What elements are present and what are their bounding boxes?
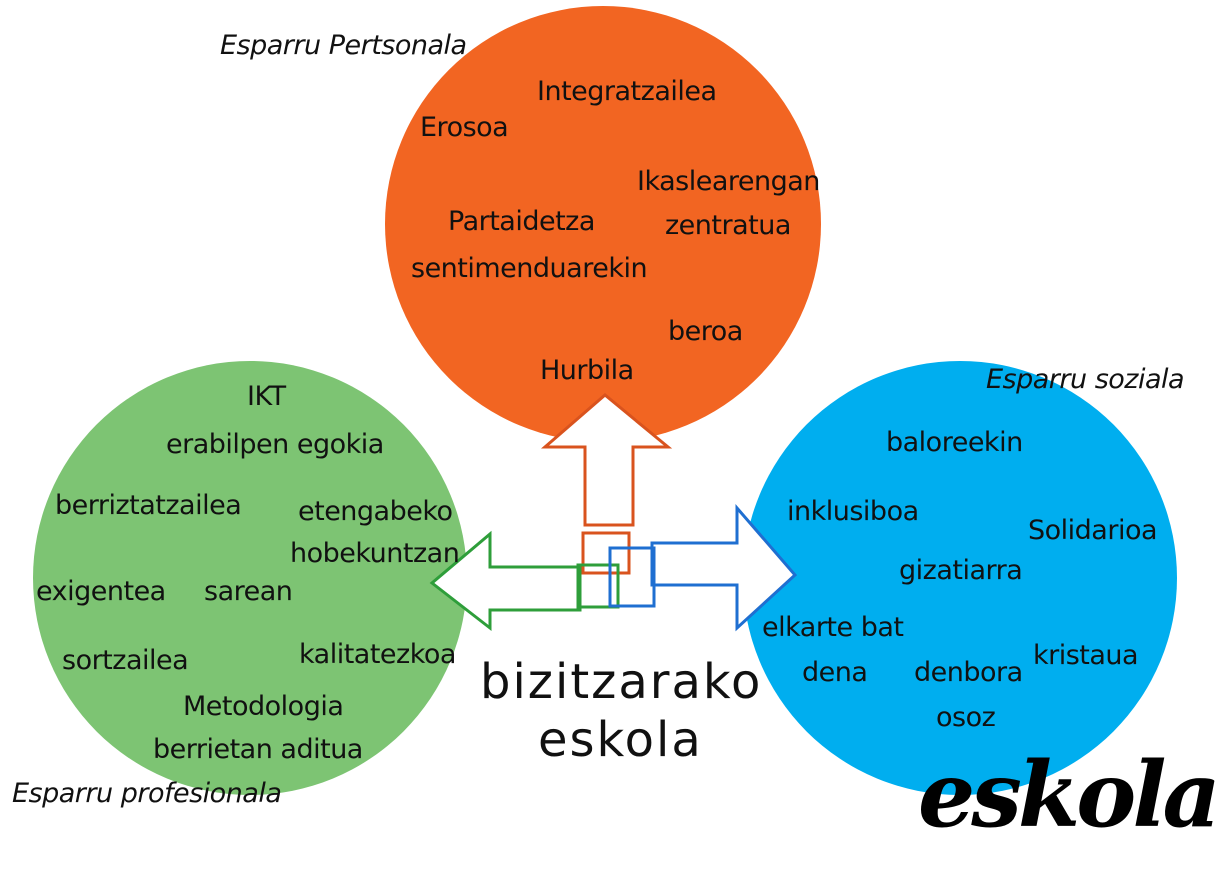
professional-word: erabilpen egokia	[166, 429, 384, 460]
arrow-left	[429, 530, 582, 632]
social-word: dena	[802, 657, 868, 688]
professional-word: berrietan aditua	[153, 734, 363, 765]
personal-word: Erosoa	[420, 112, 509, 143]
center-block-green	[576, 563, 620, 609]
professional-word: sarean	[204, 576, 293, 607]
center-title-line1: bizitzarako	[480, 654, 763, 710]
social-word: baloreekin	[886, 427, 1023, 458]
arrow-up	[540, 393, 673, 527]
personal-word: Ikaslearengan	[637, 166, 820, 197]
social-word: inklusiboa	[787, 496, 919, 527]
social-word: gizatiarra	[899, 555, 1023, 586]
eskola-logo: eskola	[918, 742, 1216, 848]
professional-word: kalitatezkoa	[299, 639, 456, 670]
center-title-line2: eskola	[538, 712, 703, 768]
personal-word: zentratua	[665, 210, 791, 241]
arrow-right	[650, 503, 798, 632]
personal-word: Integratzailea	[537, 76, 717, 107]
personal-heading: Esparru Pertsonala	[220, 30, 467, 61]
professional-word: etengabeko	[298, 496, 453, 527]
professional-heading: Esparru profesionala	[12, 778, 282, 809]
social-word: Solidarioa	[1028, 515, 1158, 546]
professional-circle	[33, 361, 467, 795]
personal-word: sentimenduarekin	[411, 253, 648, 284]
social-word: kristaua	[1033, 640, 1139, 671]
center-block-blue	[608, 546, 656, 608]
personal-circle	[385, 6, 821, 442]
social-word: osoz	[936, 702, 996, 733]
social-heading: Esparru soziala	[986, 364, 1185, 395]
professional-word: hobekuntzan	[290, 538, 460, 569]
professional-word: IKT	[247, 381, 286, 412]
personal-word: Hurbila	[540, 355, 634, 386]
professional-word: sortzailea	[62, 645, 189, 676]
center-block-orange	[581, 531, 631, 575]
professional-word: Metodologia	[183, 691, 344, 722]
personal-word: Partaidetza	[448, 206, 595, 237]
professional-word: berriztatzailea	[55, 490, 242, 521]
social-word: elkarte bat	[762, 612, 904, 643]
social-word: denbora	[914, 657, 1023, 688]
professional-word: exigentea	[36, 576, 166, 607]
social-circle	[743, 361, 1177, 795]
personal-word: beroa	[668, 316, 743, 347]
